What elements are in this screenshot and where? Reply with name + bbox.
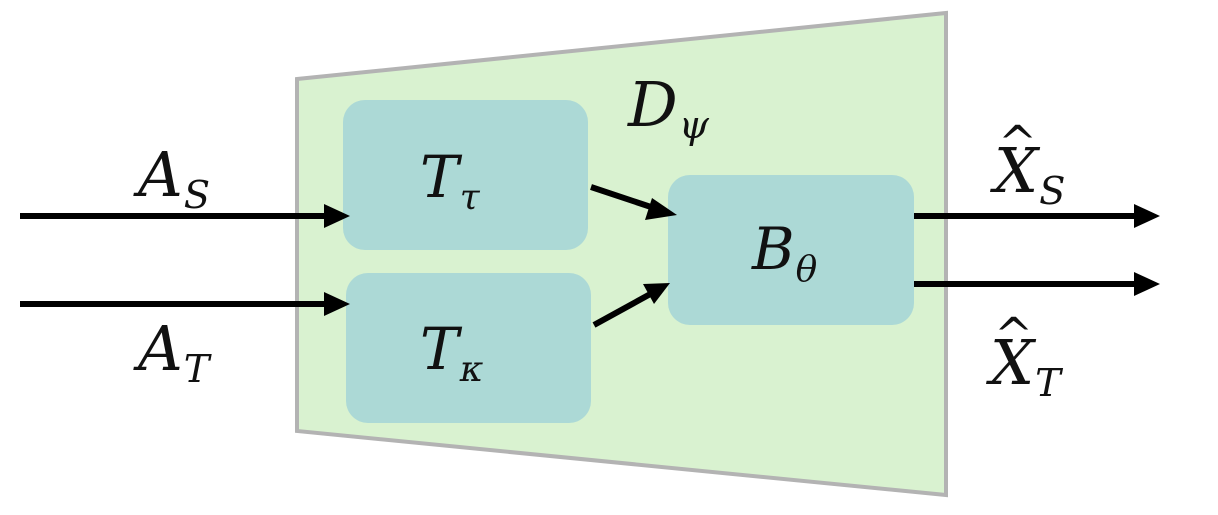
output-xt-subscript: T [1035, 361, 1061, 407]
block-b-theta-label: Bθ [752, 220, 817, 287]
input-arrow-as [20, 204, 350, 228]
block-b-theta-subscript: θ [795, 248, 818, 290]
output-arrow-xs [914, 204, 1160, 228]
arrow-t-tau-to-b-theta [590, 184, 677, 220]
block-t-tau-label: Tτ [420, 148, 480, 215]
output-xt-symbol: X [990, 326, 1035, 399]
block-t-kappa-label: Tκ [420, 320, 483, 387]
arrow-t-kappa-to-b-theta [592, 283, 670, 328]
block-t-tau-subscript: τ [459, 176, 480, 218]
block-t-kappa [346, 273, 591, 423]
output-xs-symbol: X [994, 134, 1039, 207]
block-t-kappa-subscript: κ [459, 348, 484, 390]
input-label-at: AT [138, 318, 209, 390]
decoder-subscript: ψ [678, 103, 709, 149]
input-at-subscript: T [183, 347, 210, 393]
output-label-xs: ^XS [994, 120, 1065, 211]
input-as-symbol: A [138, 138, 183, 211]
input-arrow-at [20, 292, 350, 316]
block-t-tau [343, 100, 588, 250]
block-t-kappa-symbol: T [420, 315, 459, 383]
input-as-subscript: S [183, 173, 211, 219]
output-arrow-xt [914, 272, 1160, 296]
output-xs-hat: ^ [998, 116, 1038, 171]
decoder-symbol: D [628, 68, 678, 141]
decoder-label: Dψ [628, 74, 709, 146]
output-xs-subscript: S [1039, 169, 1066, 215]
block-t-tau-symbol: T [420, 143, 459, 211]
input-at-symbol: A [138, 312, 183, 385]
block-b-theta [668, 175, 914, 325]
output-label-xt: ^XT [990, 312, 1061, 403]
block-b-theta-symbol: B [752, 215, 795, 283]
input-label-as: AS [138, 144, 210, 216]
output-xt-hat: ^ [994, 308, 1034, 363]
